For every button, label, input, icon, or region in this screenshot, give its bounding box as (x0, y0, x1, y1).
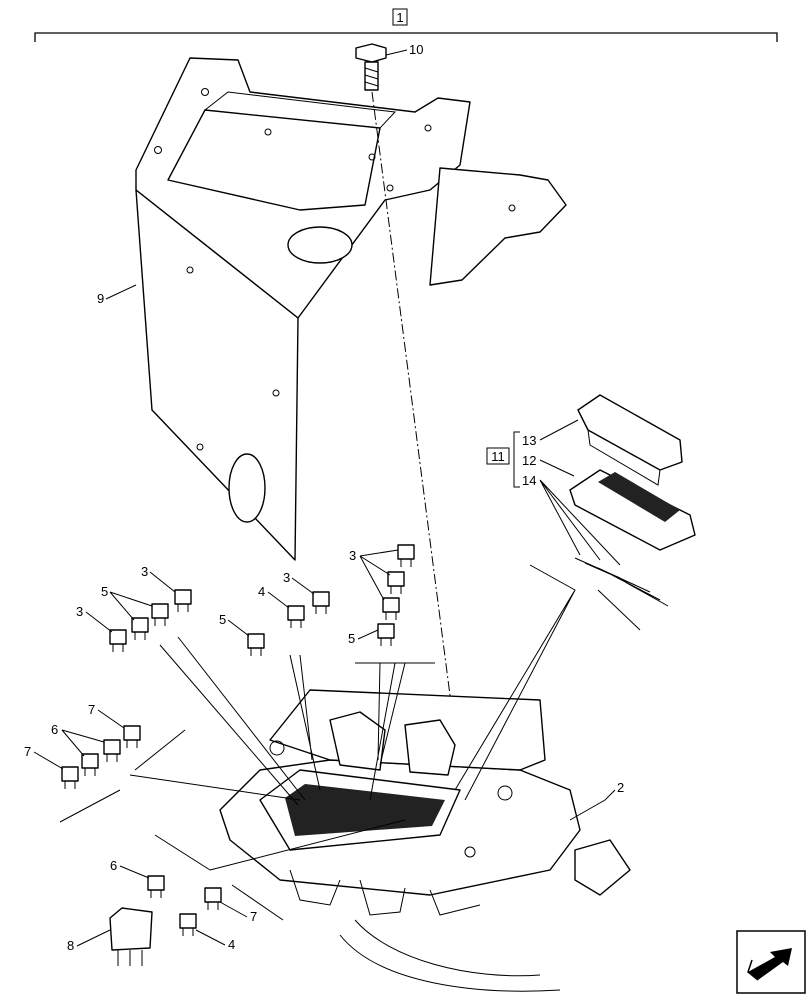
fuse (174, 589, 192, 612)
fuse (382, 597, 400, 620)
callouts: 2 3 3 3 3 4 4 5 5 5 6 6 7 7 7 8 9 10 (24, 42, 624, 953)
callout-4: 4 (258, 584, 265, 599)
callout-3: 3 (76, 604, 83, 619)
fuse (103, 739, 121, 762)
callout-7: 7 (24, 744, 31, 759)
callout-5: 5 (348, 631, 355, 646)
fuse (109, 629, 127, 652)
fuse (387, 571, 405, 594)
callout-5: 5 (219, 612, 226, 627)
callout-3: 3 (349, 548, 356, 563)
fuses (61, 544, 415, 936)
callout-9: 9 (97, 291, 104, 306)
fuse-box-cover (577, 394, 683, 486)
fuse (131, 617, 149, 640)
next-page-arrow-icon[interactable] (736, 930, 806, 994)
callout-7: 7 (250, 909, 257, 924)
fuse (204, 887, 222, 910)
callout-11: 11 (491, 449, 505, 464)
fuse (377, 623, 395, 646)
leader-lines (59, 564, 641, 921)
mounting-bracket (135, 57, 567, 561)
callout-8: 8 (67, 938, 74, 953)
fuse (312, 591, 330, 614)
fuse (151, 603, 169, 626)
fuse (397, 544, 415, 567)
fuse (61, 766, 79, 789)
callout-3: 3 (141, 564, 148, 579)
callout-14: 14 (522, 473, 536, 488)
callout-6: 6 (51, 722, 58, 737)
fuse (287, 605, 305, 628)
fuse-relay-box (219, 689, 631, 992)
fuse (123, 725, 141, 748)
relay (109, 907, 153, 966)
callout-4: 4 (228, 937, 235, 952)
fuse (179, 913, 197, 936)
callout-12: 12 (522, 453, 536, 468)
callout-7: 7 (88, 702, 95, 717)
bolt (355, 43, 387, 91)
fuse (81, 753, 99, 776)
callout-5: 5 (101, 584, 108, 599)
fuse (247, 633, 265, 656)
callout-group-11: 11 13 12 14 (486, 419, 621, 566)
callout-13: 13 (522, 433, 536, 448)
callout-6: 6 (110, 858, 117, 873)
fuse (147, 875, 165, 898)
callout-10: 10 (409, 42, 423, 57)
callout-1: 1 (396, 10, 403, 25)
callout-3: 3 (283, 570, 290, 585)
assembly-bracket: 1 (34, 8, 778, 42)
callout-2: 2 (617, 780, 624, 795)
terminal-pins (574, 557, 669, 607)
fuse-box-base (569, 469, 696, 551)
